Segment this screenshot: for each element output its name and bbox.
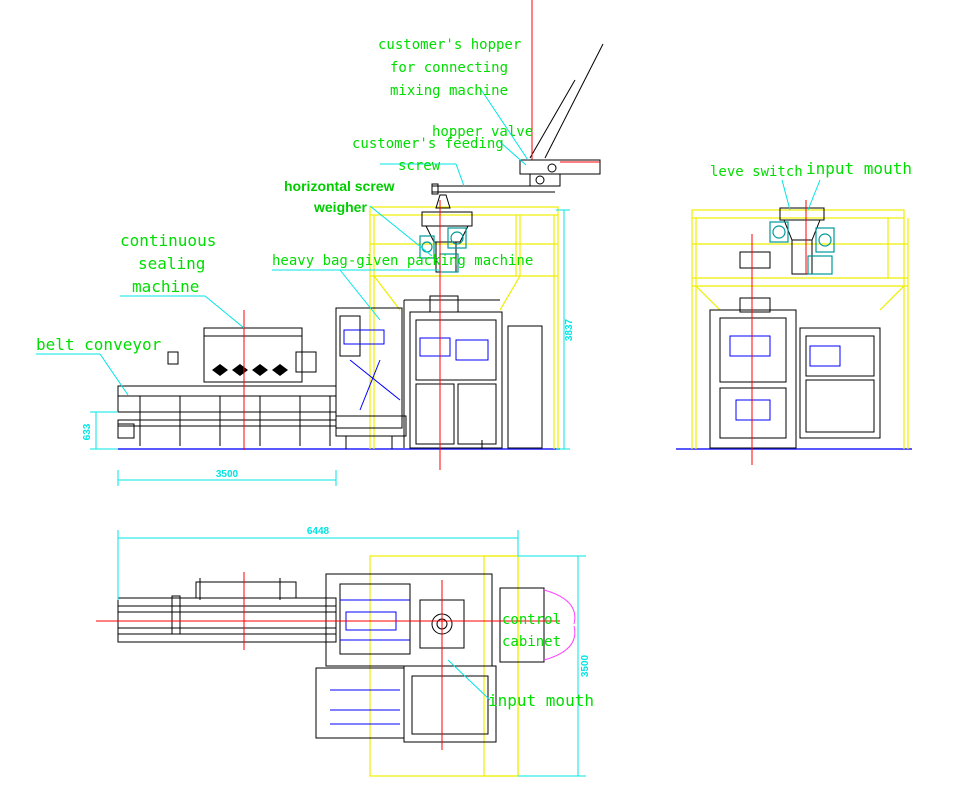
packing-machine — [335, 295, 503, 449]
side-detail — [729, 335, 841, 421]
label-sealing-1: continuous — [120, 231, 216, 250]
label-packing-machine: heavy bag-given packing machine — [272, 253, 533, 269]
side-motors — [769, 221, 835, 275]
front-leader-lines — [36, 87, 529, 396]
plan-conveyor — [117, 578, 337, 643]
plan-packing-machine — [315, 573, 497, 743]
dim-conveyor-length: 3500 — [216, 469, 239, 480]
side-view: leve switch input mouth — [676, 159, 912, 465]
plan-control-cabinet — [499, 587, 545, 663]
label-input-mouth-top: input mouth — [488, 691, 594, 710]
front-control-cabinet — [507, 325, 543, 449]
side-weigher — [739, 207, 825, 275]
dim-plan-width: 3500 — [580, 654, 591, 677]
label-feeding-screw-1: customer's feeding — [352, 136, 504, 152]
label-feeding-screw-2: screw — [398, 158, 441, 174]
label-hopper-valve: hopper valve — [432, 124, 533, 140]
customer-hopper-lines — [529, 43, 604, 159]
sealing-machine — [167, 327, 317, 383]
side-packing-machine — [709, 297, 881, 449]
side-leader-lines — [781, 179, 821, 211]
dim-conveyor-height: 633 — [82, 423, 93, 440]
label-sealing-2: sealing — [138, 254, 205, 273]
front-support-frame — [369, 206, 559, 449]
plan-detail — [330, 599, 410, 725]
label-control-2: cabinet — [502, 634, 561, 650]
front-view: 3837 633 3500 customer's hopper for conn… — [36, 0, 604, 486]
dim-total-length: 6448 — [307, 526, 330, 537]
cabinet-door-swing — [543, 589, 576, 661]
packing-detail — [343, 329, 489, 411]
dim-height-total: 3837 — [564, 318, 575, 341]
side-support-frame — [691, 209, 909, 449]
label-belt-conveyor: belt conveyor — [36, 335, 162, 354]
label-screw-weigher-1: horizontal screw — [284, 178, 395, 194]
label-sealing-3: machine — [132, 277, 199, 296]
label-customer-hopper-2: for connecting — [390, 60, 508, 76]
label-screw-weigher-2: weigher — [313, 199, 367, 215]
label-control-1: control — [502, 612, 561, 628]
label-customer-hopper-3: mixing machine — [390, 83, 508, 99]
feeding-screw — [431, 159, 601, 195]
sealing-diamonds — [212, 364, 288, 376]
plan-leader-lines — [447, 659, 491, 701]
plan-dimension-lines — [117, 530, 586, 777]
front-dimension-lines — [90, 209, 570, 486]
plan-view: 6448 3500 control cabinet input mouth — [96, 526, 594, 777]
label-customer-hopper-1: customer's hopper — [378, 37, 521, 53]
label-leve-switch: leve switch — [710, 164, 803, 180]
label-input-mouth-side: input mouth — [806, 159, 912, 178]
belt-conveyor — [117, 385, 337, 446]
